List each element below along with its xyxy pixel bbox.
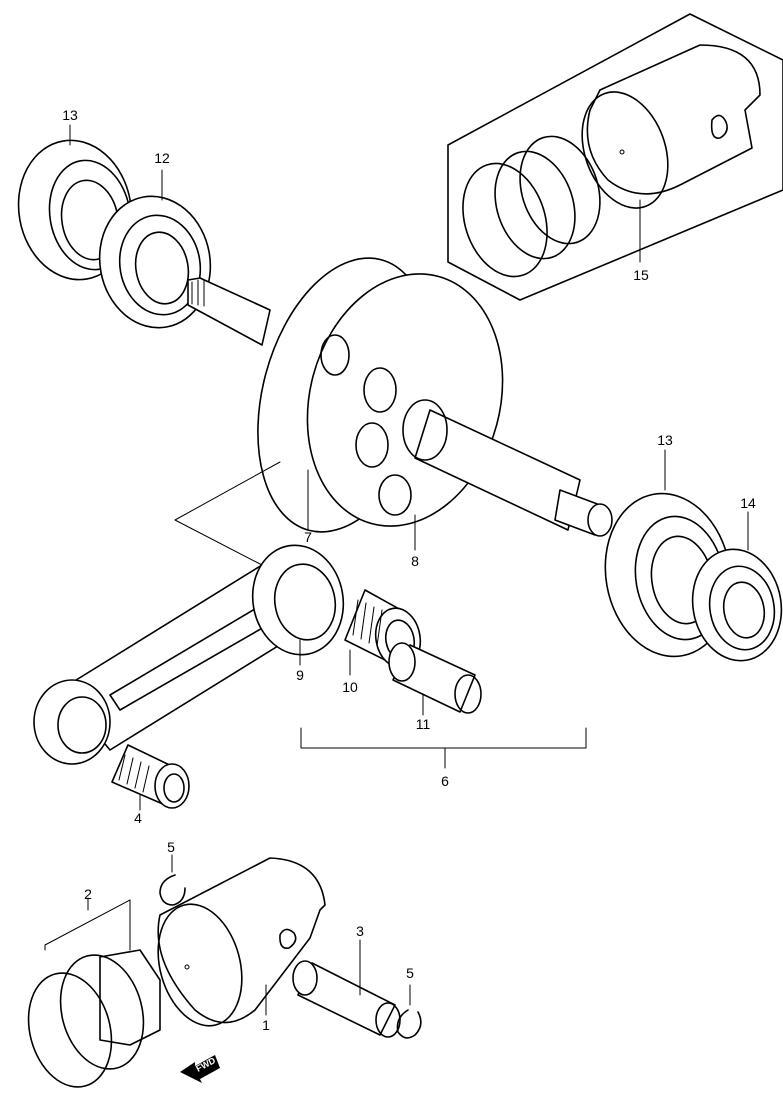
fwd-arrow-icon: FWD xyxy=(180,1055,220,1083)
leader-lines xyxy=(174,461,281,566)
label-5-right: 5 xyxy=(406,965,414,981)
piston-1: 1 xyxy=(157,857,326,1033)
label-3: 3 xyxy=(356,923,364,939)
label-9: 9 xyxy=(296,667,304,683)
piston-rings-2: 2 xyxy=(27,886,161,1088)
piston-pin-3: 3 xyxy=(292,923,401,1038)
label-13-right: 13 xyxy=(657,432,673,448)
bracket-6: 6 xyxy=(300,727,587,789)
connecting-rod-9: 9 xyxy=(33,544,345,765)
label-11: 11 xyxy=(416,716,431,732)
label-6: 6 xyxy=(441,773,449,789)
circlip-5-right: 5 xyxy=(396,965,422,1039)
label-12: 12 xyxy=(154,150,170,166)
label-4: 4 xyxy=(134,810,142,826)
label-14: 14 xyxy=(740,495,756,511)
label-15: 15 xyxy=(633,267,649,283)
piston-set-box: 15 xyxy=(447,13,783,301)
label-1: 1 xyxy=(262,1017,270,1033)
crankshaft: 7 8 xyxy=(187,257,613,569)
label-2: 2 xyxy=(84,886,92,902)
circlip-5-top: 5 xyxy=(159,839,186,906)
crank-pin-11: 11 xyxy=(388,642,482,732)
label-10: 10 xyxy=(342,679,358,695)
oil-seal-14: 14 xyxy=(691,495,783,662)
small-end-bearing-4: 4 xyxy=(111,744,190,826)
label-5-top: 5 xyxy=(167,839,175,855)
label-8: 8 xyxy=(411,553,419,569)
label-13-left: 13 xyxy=(62,107,78,123)
oil-seal-12: 12 xyxy=(98,150,212,329)
label-7: 7 xyxy=(304,529,312,545)
